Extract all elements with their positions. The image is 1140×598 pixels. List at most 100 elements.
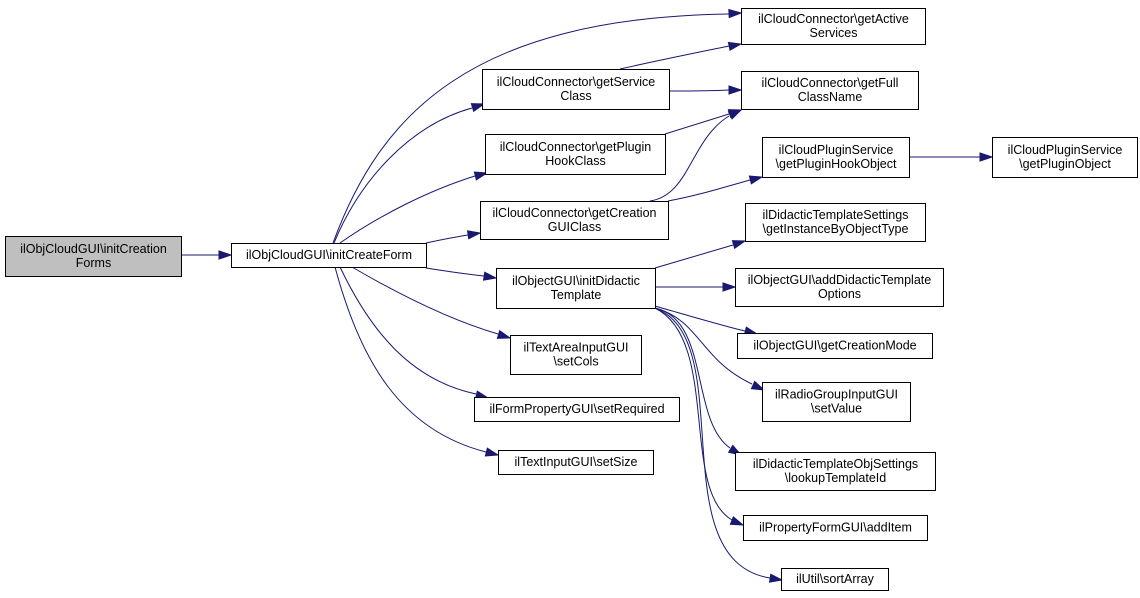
edge-n1-to-n16 xyxy=(334,266,487,453)
edge-n1-to-n8 xyxy=(425,234,469,244)
node-label: ilDidacticTemplateObjSettings xyxy=(753,457,918,471)
node-box xyxy=(498,450,654,475)
arrowhead-n6-to-n7 xyxy=(979,152,994,162)
arrowhead-n3-to-n2 xyxy=(727,41,743,52)
edge-n10-to-n13 xyxy=(654,305,746,332)
node-label: \lookupTemplateId xyxy=(785,471,887,485)
graph-node-n13[interactable]: ilObjectGUI\getCreationMode xyxy=(737,333,933,359)
node-box xyxy=(735,452,936,491)
call-graph-edges xyxy=(181,8,994,583)
node-label: ilCloudConnector\getService xyxy=(497,75,655,89)
edge-n1-to-n2 xyxy=(332,13,730,244)
graph-node-n17[interactable]: ilDidacticTemplateObjSettings\lookupTemp… xyxy=(735,452,936,491)
node-label: \setCols xyxy=(553,355,598,369)
node-label: ilUtil\sortArray xyxy=(796,572,875,586)
call-graph-nodes: ilObjCloudGUI\initCreationFormsilObjClou… xyxy=(5,8,1138,591)
node-label: Forms xyxy=(76,256,111,270)
node-label: ilCloudConnector\getPlugin xyxy=(500,140,652,154)
graph-node-n7[interactable]: ilCloudPluginService\getPluginObject xyxy=(992,137,1138,178)
node-box xyxy=(231,243,427,268)
node-box xyxy=(743,515,928,541)
arrowhead-n1-to-n16 xyxy=(484,447,500,457)
edge-n8-to-n6 xyxy=(667,179,751,202)
node-label: ilFormPropertyGUI\setRequired xyxy=(489,402,664,416)
edge-n1-to-n3 xyxy=(333,107,473,244)
node-box xyxy=(762,382,911,422)
graph-node-n15[interactable]: ilRadioGroupInputGUI\setValue xyxy=(762,382,911,422)
node-label: ilObjectGUI\getCreationMode xyxy=(753,339,916,353)
graph-node-n12[interactable]: ilTextAreaInputGUI\setCols xyxy=(510,335,642,375)
node-box xyxy=(781,568,889,591)
edge-n10-to-n9 xyxy=(654,244,734,269)
node-label: ilCloudConnector\getActive xyxy=(758,12,909,26)
node-label: ilCloudConnector\getFull xyxy=(762,76,899,90)
edge-n3-to-n2 xyxy=(619,45,730,70)
arrowhead-n1-to-n3 xyxy=(470,103,486,113)
graph-node-n18[interactable]: ilPropertyFormGUI\addItem xyxy=(743,515,928,541)
node-box xyxy=(510,335,642,375)
graph-node-n19[interactable]: ilUtil\sortArray xyxy=(781,568,889,591)
arrowhead-n0-to-n1 xyxy=(218,250,233,260)
arrowhead-n10-to-n9 xyxy=(731,240,747,250)
node-label: GUIClass xyxy=(548,220,601,234)
node-label: ilCloudPluginService xyxy=(779,143,894,157)
node-box xyxy=(485,134,666,175)
edge-n1-to-n12 xyxy=(351,266,499,335)
node-box xyxy=(741,71,919,110)
node-label: ilObjCloudGUI\initCreation xyxy=(20,242,167,256)
arrowhead-n1-to-n2 xyxy=(728,8,743,19)
node-label: \getPluginObject xyxy=(1019,157,1111,171)
edge-n10-to-n17 xyxy=(654,307,731,449)
graph-node-n1[interactable]: ilObjCloudGUI\initCreateForm xyxy=(231,243,427,268)
graph-node-n14[interactable]: ilFormPropertyGUI\setRequired xyxy=(474,397,680,422)
graph-node-n6[interactable]: ilCloudPluginService\getPluginHookObject xyxy=(762,137,910,178)
edge-n1-to-n5 xyxy=(339,175,476,244)
edge-n5-to-n4 xyxy=(664,113,730,135)
arrowhead-n10-to-n11 xyxy=(722,282,737,292)
arrowhead-n1-to-n12 xyxy=(496,329,512,339)
node-label: Template xyxy=(551,288,602,302)
node-label: ClassName xyxy=(798,90,863,104)
node-label: ilObjectGUI\addDidacticTemplate xyxy=(748,273,931,287)
arrowhead-n1-to-n5 xyxy=(473,171,489,181)
edge-n10-to-n19 xyxy=(654,307,771,579)
node-label: ilCloudConnector\getCreation xyxy=(493,206,657,220)
node-label: ilTextInputGUI\setSize xyxy=(515,455,638,469)
arrowhead-n8-to-n4 xyxy=(727,109,743,120)
node-label: \getPluginHookObject xyxy=(776,157,897,171)
arrowhead-n1-to-n8 xyxy=(466,230,482,240)
arrowhead-n3-to-n4 xyxy=(728,85,743,95)
arrowhead-n10-to-n19 xyxy=(768,573,784,583)
graph-node-n16[interactable]: ilTextInputGUI\setSize xyxy=(498,450,654,475)
edge-n1-to-n14 xyxy=(339,266,477,395)
node-label: Class xyxy=(560,89,591,103)
edge-n8-to-n4 xyxy=(649,115,730,202)
arrowhead-n10-to-n18 xyxy=(729,515,745,526)
node-box xyxy=(482,69,670,110)
arrowhead-n1-to-n10 xyxy=(482,271,498,281)
node-box xyxy=(741,8,926,45)
node-box xyxy=(474,397,680,422)
graph-node-n9[interactable]: ilDidacticTemplateSettings\getInstanceBy… xyxy=(745,203,926,242)
arrowhead-n10-to-n15 xyxy=(750,380,766,391)
node-box xyxy=(480,201,669,240)
node-label: HookClass xyxy=(545,154,605,168)
node-label: Options xyxy=(818,287,861,301)
node-label: \getInstanceByObjectType xyxy=(763,222,909,236)
node-label: Services xyxy=(810,26,858,40)
edge-n3-to-n4 xyxy=(668,89,730,92)
node-box xyxy=(745,203,926,242)
arrowhead-n8-to-n6 xyxy=(748,175,764,185)
node-label: ilDidacticTemplateSettings xyxy=(763,208,909,222)
node-box xyxy=(992,137,1138,178)
node-box xyxy=(496,268,656,309)
